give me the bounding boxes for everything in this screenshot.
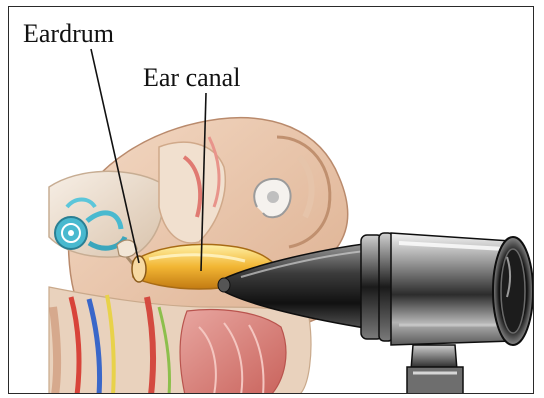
eardrum-label: Eardrum [23,21,114,47]
otoscope-lens [493,237,533,345]
ear-canal-label: Ear canal [143,65,240,91]
diagram-frame: Eardrum Ear canal [8,6,534,394]
ear-otoscope-illustration [9,7,534,394]
otoscope-handle [407,345,463,394]
otoscope-collar [361,233,393,341]
